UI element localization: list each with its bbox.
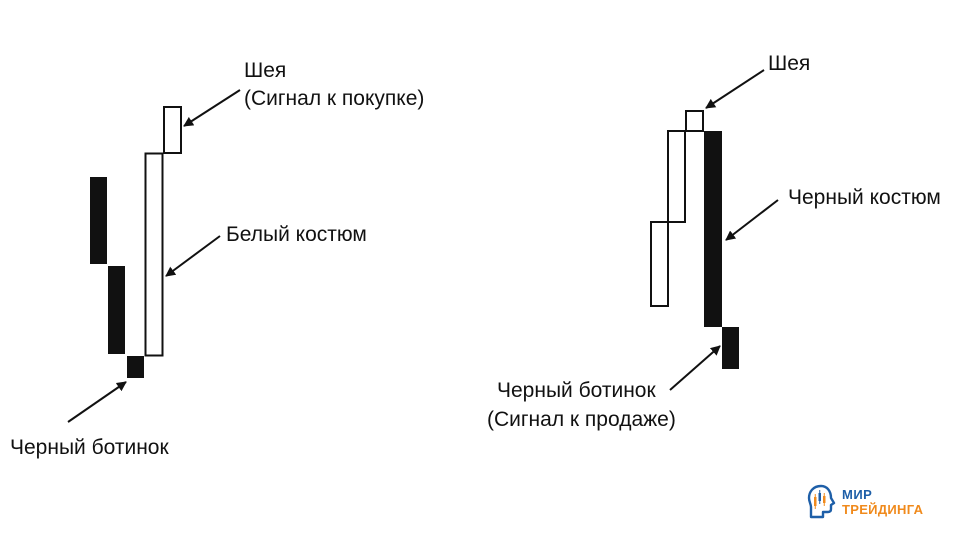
brain-chart-icon (807, 484, 836, 519)
label-shoe: Черный ботинок (10, 436, 169, 459)
right-pattern: Шея Черный костюм Черный ботинок (Сигнал… (487, 52, 941, 431)
left-pattern: Шея (Сигнал к покупке) Белый костюм Черн… (10, 59, 424, 459)
white-suit-box (144, 152, 164, 357)
black-shoe-box (127, 356, 144, 378)
label-suit: Белый костюм (226, 223, 367, 246)
neck-box (163, 106, 182, 154)
white-column-1 (650, 221, 669, 307)
arrow-shoe (67, 381, 127, 423)
arrow-suit (725, 199, 779, 241)
logo-line2: ТРЕЙДИНГА (842, 502, 924, 517)
arrow-neck (183, 89, 241, 127)
label-shoe: Черный ботинок (497, 379, 656, 402)
brand-logo: МИР ТРЕЙДИНГА (806, 482, 923, 522)
black-column-1 (90, 177, 107, 264)
arrow-suit (165, 235, 221, 277)
logo-line1: МИР (842, 487, 873, 502)
label-neck: Шея (244, 59, 286, 82)
label-shoe-signal: (Сигнал к продаже) (487, 408, 676, 431)
arrow-shoe (669, 345, 721, 391)
white-column-2 (667, 130, 686, 223)
label-neck-signal: (Сигнал к покупке) (244, 87, 424, 110)
black-shoe-box (722, 327, 739, 369)
black-column-2 (108, 266, 125, 354)
neck-box (685, 110, 704, 132)
label-neck: Шея (768, 52, 810, 75)
arrow-neck (705, 69, 765, 109)
label-suit: Черный костюм (788, 186, 941, 209)
black-suit-box (704, 131, 722, 327)
